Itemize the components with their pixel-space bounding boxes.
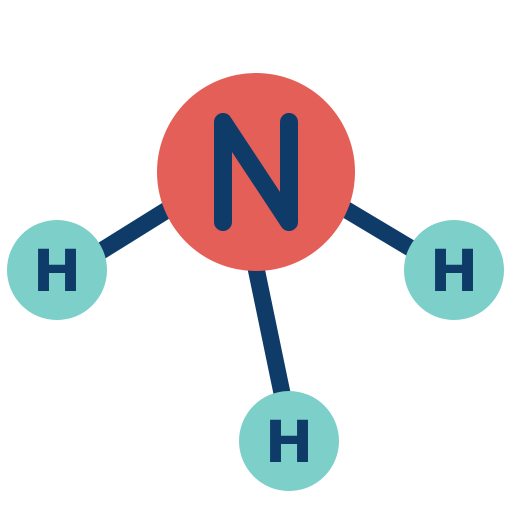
hydrogen-atom-bottom: H (239, 391, 339, 491)
hydrogen-symbol: H (33, 237, 82, 305)
hydrogen-atom-right: H (404, 220, 504, 320)
bond-bottom (247, 259, 292, 407)
hydrogen-symbol: H (430, 237, 479, 305)
hydrogen-symbol: H (265, 408, 314, 476)
hydrogen-atom-circle (7, 220, 107, 320)
nitrogen-atom: N (157, 73, 355, 271)
bond-left (81, 196, 184, 267)
bond-right (326, 194, 431, 264)
hydrogen-atom-left: H (7, 220, 107, 320)
hydrogen-atom-circle (404, 220, 504, 320)
hydrogen-atom-circle (239, 391, 339, 491)
nitrogen-letter (214, 113, 298, 231)
